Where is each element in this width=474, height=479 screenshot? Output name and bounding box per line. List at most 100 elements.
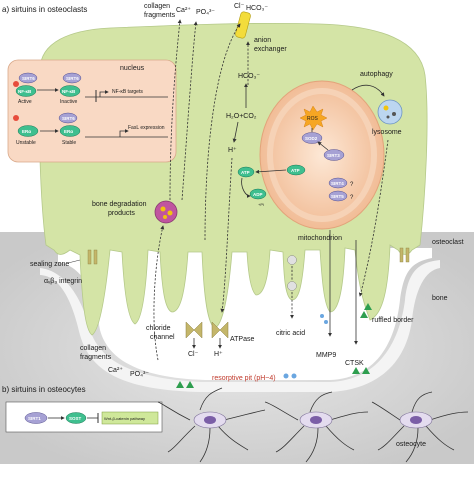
wnt-box xyxy=(101,411,159,425)
nucleus-label: nucleus xyxy=(120,65,145,72)
sirt4-pill xyxy=(328,177,348,189)
cl-transport-line xyxy=(204,23,241,241)
po4-bottom: PO₄³⁻ xyxy=(130,371,149,378)
sirt4-text: SIRT4 xyxy=(331,181,344,186)
osteocyte-2-nucleus xyxy=(310,416,322,424)
nfkb-targets-label: NF-κB targets xyxy=(112,89,143,95)
ctsk-marker-1 xyxy=(364,303,372,310)
sirt6-pill-1 xyxy=(18,72,38,84)
lysosome-label: lysosome xyxy=(372,129,402,136)
collagen-fragments-bottom-line1: collagen xyxy=(80,345,106,352)
ruffled-border-label: ruffled border xyxy=(372,317,414,324)
osteocyte-2 xyxy=(264,391,369,463)
osteocyte-1-nucleus xyxy=(204,416,216,424)
autophagy-arrow xyxy=(351,84,385,97)
anion-exchanger-line2: exchanger xyxy=(254,46,287,53)
chloride-channel-line2: channel xyxy=(150,334,175,341)
sost-pill xyxy=(65,412,87,424)
sirt6-pill-1-text: SIRT6 xyxy=(22,76,35,81)
atp-to-adp-arrow xyxy=(241,177,251,198)
sirt5-text: SIRT5 xyxy=(331,194,344,199)
hco3-mid: HCO₃⁻ xyxy=(238,73,260,80)
wnt-label: Wnt-β-catenin pathway xyxy=(104,416,145,421)
h-bottom: H⁺ xyxy=(214,351,223,358)
adp-text: ADP xyxy=(253,192,263,197)
pit-blue-dot-2 xyxy=(291,373,297,379)
bone-degradation-dot-1 xyxy=(160,206,166,212)
chloride-channel-right xyxy=(193,321,203,339)
anion-exchanger-line1: anion xyxy=(254,37,271,44)
bone-degradation-vesicle xyxy=(154,200,178,224)
po4-top: PO₄³⁻ xyxy=(196,9,215,16)
atp-mito-text: ATP xyxy=(291,168,300,173)
sirt6-pill-3 xyxy=(58,112,78,124)
bone-degradation-dot-2 xyxy=(167,210,173,216)
ctsk-marker-4 xyxy=(362,367,370,374)
acetyl-dot-1 xyxy=(13,81,19,87)
inactive-label: Inactive xyxy=(60,99,77,105)
osteocyte-2-processes xyxy=(264,391,369,463)
era-stable-pill xyxy=(59,125,81,137)
panel-a-title: a) sirtuins in osteoclasts xyxy=(2,5,87,14)
era-stable-text: ERα xyxy=(64,129,73,134)
era-unstable-text: ERα xyxy=(22,129,31,134)
bone-degradation-line2: products xyxy=(108,210,135,217)
sirt1-pill xyxy=(24,412,48,424)
collagen-fragments-bottom-line2: fragments xyxy=(80,354,112,361)
integrin-right-2 xyxy=(405,247,410,263)
sirt3-text: SIRT3 xyxy=(327,153,340,158)
integrin-right-1 xyxy=(399,247,404,263)
osteocyte-1-processes xyxy=(157,387,266,463)
mmp9-label: MMP9 xyxy=(316,352,336,359)
atp-cycle-text: ATP xyxy=(241,170,250,175)
sost-text: SOST xyxy=(69,416,82,421)
mitochondrion-label: mitochondrion xyxy=(298,235,342,242)
atpase-right xyxy=(219,321,229,339)
sirt3-to-sod2-arrow xyxy=(317,141,329,151)
fasl-label: FasL expression xyxy=(128,125,165,131)
atpase-left xyxy=(211,321,221,339)
panel-b-title: b) sirtuins in osteocytes xyxy=(2,385,86,394)
pi-text: +Pi xyxy=(258,202,264,207)
h-plus: H⁺ xyxy=(228,147,237,154)
cl-bottom: Cl⁻ xyxy=(188,351,199,358)
citric-vesicle-1 xyxy=(287,255,297,265)
co2-to-h-arrow xyxy=(232,121,239,143)
lysosome-dot-2 xyxy=(392,112,396,116)
autophagy-label: autophagy xyxy=(360,71,393,78)
sod2-pill xyxy=(301,132,323,144)
nfkb-active-text: NF-κB xyxy=(18,89,32,94)
nfkb-inactive-text: NF-κB xyxy=(62,89,76,94)
atp-cycle-pill xyxy=(237,166,255,178)
chloride-channel-line1: chloride xyxy=(146,325,171,332)
sirt6-pill-2 xyxy=(62,72,82,84)
ros-label: ROS xyxy=(307,116,319,122)
osteoclast-label: osteoclast xyxy=(432,239,464,246)
mitochondrion-inner xyxy=(267,88,377,222)
atp-mito-pill xyxy=(286,164,306,176)
lysosome-vesicle-line xyxy=(358,139,389,297)
sod2-text: SOD2 xyxy=(305,136,318,141)
fasl-arrow xyxy=(119,129,129,137)
collagen-transport-line xyxy=(169,19,182,201)
bone-label: bone xyxy=(432,295,448,302)
nfkb-target-arrow xyxy=(99,90,109,97)
bone-degradation-line1: bone degradation xyxy=(92,201,147,208)
lysosome-dot-1 xyxy=(383,105,389,111)
hco3-top: HCO₃⁻ xyxy=(246,5,268,12)
chloride-channel-left xyxy=(185,321,195,339)
sirt4-question: ? xyxy=(350,182,354,188)
pit-marker-1 xyxy=(176,381,184,388)
osteocyte-3 xyxy=(371,391,469,463)
osteocyte-3-nucleus xyxy=(410,416,422,424)
mitochondrion-shape xyxy=(259,80,385,230)
collagen-uptake-line xyxy=(153,225,165,361)
ca-top: Ca²⁺ xyxy=(176,7,191,14)
po4-transport-line xyxy=(181,21,198,201)
sirt5-question: ? xyxy=(350,195,354,201)
h-transport-line xyxy=(220,157,233,313)
sirt6-pill-3-text: SIRT6 xyxy=(62,116,75,121)
unstable-label: Unstable xyxy=(16,140,36,146)
